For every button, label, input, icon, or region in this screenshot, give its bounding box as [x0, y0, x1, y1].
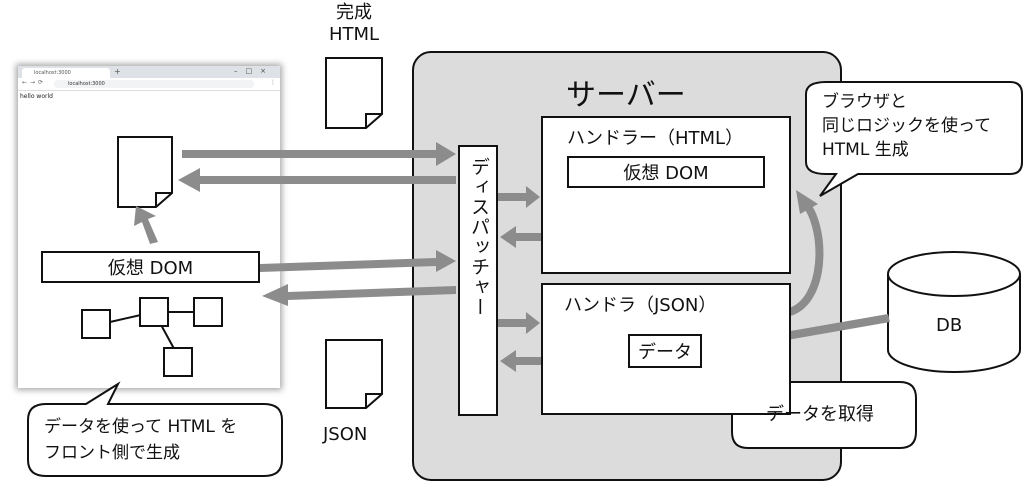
menu-icon[interactable]: ⋮ — [270, 79, 276, 86]
browser-tab[interactable]: localhost:3000 — [22, 68, 110, 78]
bubble-browser-same-logic-text: ブラウザと 同じロジックを使って HTML 生成 — [822, 92, 992, 160]
client-doc-icon — [117, 136, 173, 208]
arrow-doc-to-dispatcher — [182, 142, 456, 166]
arrow-vdom-to-dispatcher — [260, 250, 456, 272]
arrow-dispatcher-to-client — [262, 284, 456, 306]
complete-html-doc-icon — [325, 57, 383, 129]
bubble-front-generate — [27, 381, 283, 477]
url-input[interactable]: localhost:3000 — [54, 80, 254, 88]
browser-tab-bar: localhost:3000 + –□× — [18, 66, 280, 78]
json-doc-label: JSON — [323, 424, 368, 445]
browser-window: localhost:3000 + –□× ←→⟳ localhost:3000 … — [18, 66, 280, 388]
curved-arrow-head — [796, 190, 818, 214]
page-content-text: hello world — [20, 93, 53, 100]
virtual-dom-server-box: 仮想 DOM — [567, 156, 765, 188]
browser-address-bar: ←→⟳ localhost:3000 ⋮ — [18, 78, 280, 91]
complete-html-label: 完成 HTML — [328, 2, 380, 45]
arrow-handler-html-to-dispatcher — [500, 226, 542, 248]
handler-html-label: ハンドラー（HTML） — [567, 128, 744, 149]
bubble-front-generate-text: データを使って HTML を フロント側で生成 — [44, 417, 238, 463]
client-tree-icon — [81, 297, 223, 377]
arrow-dispatcher-to-handler-html — [498, 186, 540, 208]
handler-html-box — [541, 116, 791, 274]
arrow-dispatcher-to-handler-json — [498, 312, 540, 334]
server-title: サーバー — [566, 78, 686, 113]
arrow-handler-json-to-dispatcher — [500, 350, 542, 372]
virtual-dom-client-box: 仮想 DOM — [41, 251, 260, 283]
arrow-dispatcher-to-doc — [178, 168, 456, 192]
dispatcher-box: ディスパッチャー — [458, 145, 498, 416]
bubble-browser-same-logic — [805, 81, 1023, 197]
handler-json-label: ハンドラ（JSON） — [564, 295, 717, 316]
dispatcher-label: ディスパッチャー — [468, 157, 490, 317]
arrow-vdom-to-doc — [134, 206, 158, 244]
bubble-get-data-text: データを取得 — [766, 404, 874, 425]
json-doc-icon — [325, 339, 383, 409]
curved-arrow-json-to-html — [788, 201, 824, 316]
data-box: データ — [628, 334, 702, 368]
db-cylinder-icon — [887, 251, 1021, 373]
db-label: DB — [936, 315, 963, 336]
window-controls-icon[interactable]: –□× — [234, 67, 274, 75]
nav-arrows-icon[interactable]: ←→⟳ — [22, 79, 47, 86]
new-tab-icon[interactable]: + — [114, 67, 121, 76]
